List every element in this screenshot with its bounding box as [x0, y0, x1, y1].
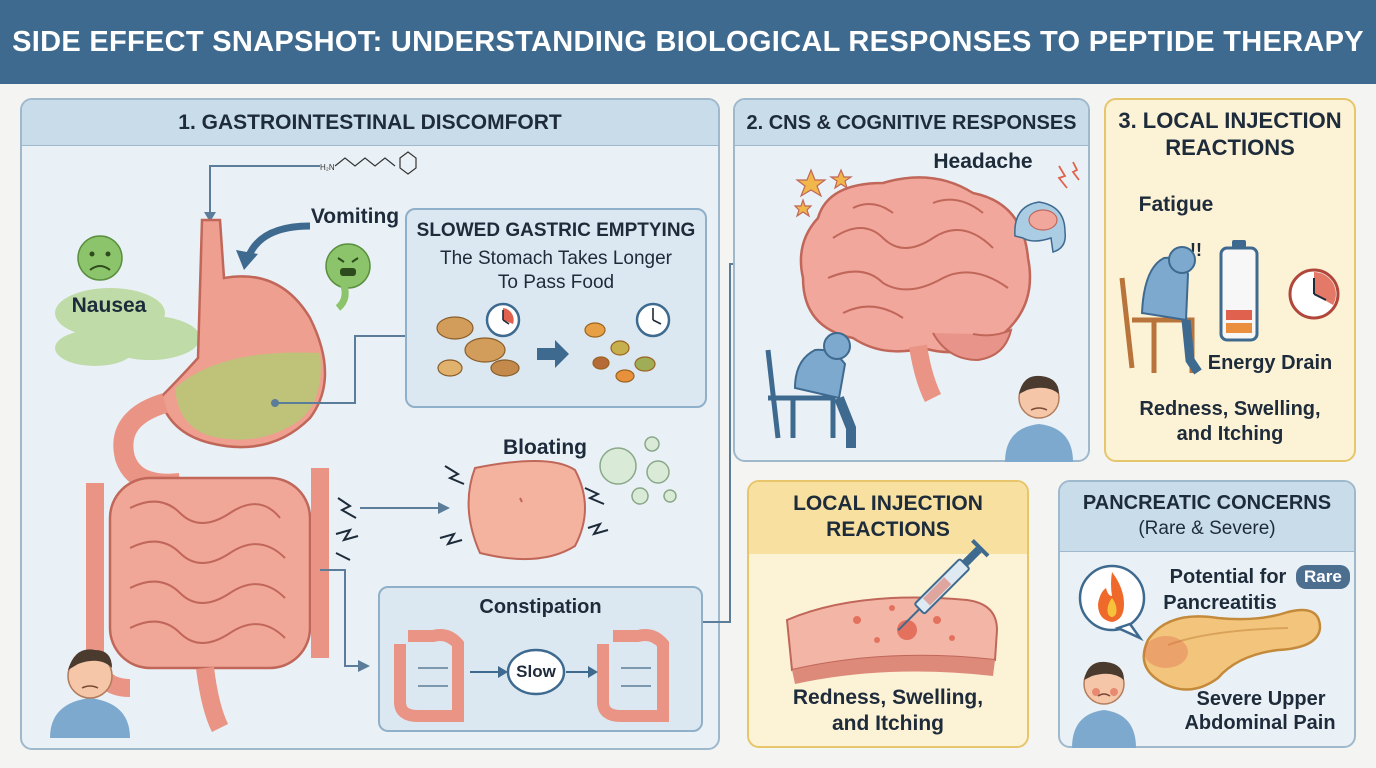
bloating-label: Bloating: [503, 436, 587, 459]
pancreatitis-line-1: Potential for: [1169, 566, 1287, 588]
vomiting-label: Vomiting: [310, 205, 400, 228]
top-reactions-line-2: and Itching: [1176, 423, 1284, 445]
clock-icon: [485, 302, 521, 338]
page-title: SIDE EFFECT SNAPSHOT: UNDERSTANDING BIOL…: [12, 25, 1364, 58]
vomit-face-icon: [325, 243, 371, 311]
pancreas-icon: [1142, 608, 1322, 691]
abdominal-pain-line-2: Abdominal Pain: [1184, 712, 1336, 734]
intestine-icon: [86, 468, 329, 733]
pancreas-illustration: [1072, 564, 1322, 748]
bubbles-icon: [599, 436, 677, 505]
slow-label: Slow: [516, 662, 556, 681]
person-icon: [1072, 661, 1136, 748]
energy-drain-label: Energy Drain: [1207, 352, 1333, 374]
headache-label: Headache: [933, 150, 1033, 173]
reactions-line-2: and Itching: [832, 712, 944, 735]
molecule-icon: H₂N: [320, 151, 417, 175]
gi-illustration: H₂N: [50, 151, 677, 738]
gastric-emptying-desc-2: To Pass Food: [497, 272, 615, 293]
sitting-person-icon: [765, 332, 856, 448]
gastric-emptying-desc-1: The Stomach Takes Longer: [439, 248, 672, 269]
person-icon: [1005, 375, 1073, 462]
brain-icon: [799, 176, 1032, 403]
top-reactions-line-1: Redness, Swelling,: [1139, 398, 1321, 420]
abdominal-pain-line-1: Severe Upper: [1196, 688, 1326, 710]
cns-panel-title: 2. CNS & COGNITIVE RESPONSES: [735, 100, 1088, 146]
battery-icon: [1219, 240, 1259, 342]
injection-panel-top-title-1: 3. LOCAL INJECTION: [1118, 108, 1342, 133]
gastric-food-illustration: [436, 302, 671, 383]
syringe-icon: [897, 538, 990, 631]
clock-icon: [1288, 268, 1340, 320]
pain-sparks-icon: [793, 168, 853, 218]
gastric-emptying-title: SLOWED GASTRIC EMPTYING: [416, 220, 696, 241]
cns-illustration: [765, 161, 1080, 462]
pancreatitis-line-2: Pancreatitis: [1163, 592, 1277, 614]
injection-illustration: [785, 538, 999, 684]
clock-icon: [635, 302, 671, 338]
gi-panel-title: 1. GASTROINTESTINAL DISCOMFORT: [22, 100, 718, 146]
pancreas-title-2: (Rare & Severe): [1138, 518, 1276, 539]
nausea-cloud-icon: [55, 288, 200, 366]
nausea-label: Nausea: [71, 294, 147, 317]
fatigue-label: Fatigue: [1138, 193, 1214, 216]
page-header: SIDE EFFECT SNAPSHOT: UNDERSTANDING BIOL…: [0, 0, 1376, 84]
molecule-arrow-icon: [209, 165, 320, 216]
constipation-illustration: [394, 629, 669, 722]
injection-panel-title-2: REACTIONS: [826, 518, 950, 541]
constipation-title: Constipation: [479, 596, 602, 618]
fire-icon: [1078, 564, 1146, 642]
nausea-face-icon: [77, 235, 123, 281]
tired-person-icon: [1119, 246, 1202, 375]
reactions-line-1: Redness, Swelling,: [792, 686, 984, 709]
rare-badge: Rare: [1296, 565, 1350, 589]
injection-panel-top-title-2: REACTIONS: [1165, 135, 1295, 160]
vomit-arrow-icon: [244, 222, 311, 260]
fatigue-illustration: !!: [1119, 240, 1340, 375]
injection-panel-title-1: LOCAL INJECTION: [793, 492, 983, 515]
svg-text:H₂N: H₂N: [320, 163, 335, 172]
person-icon: [50, 649, 130, 738]
pancreas-title-1: PANCREATIC CONCERNS: [1082, 492, 1332, 514]
headache-head-icon: [1014, 161, 1080, 253]
bloated-belly-icon: [439, 459, 609, 561]
